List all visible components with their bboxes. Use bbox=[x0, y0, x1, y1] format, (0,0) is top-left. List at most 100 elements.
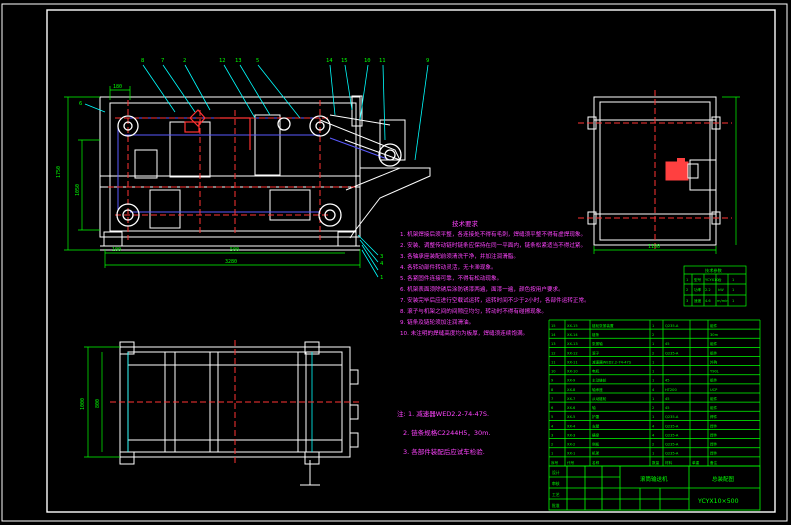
bom-cell: 组件 bbox=[710, 341, 718, 346]
part-no-12: 12 bbox=[219, 58, 226, 64]
bom-cell: XX-9 bbox=[567, 379, 576, 383]
bom-cell: 组件 bbox=[710, 350, 718, 355]
bom-cell: 主动链轮 bbox=[592, 378, 607, 383]
part-no-6: 6 bbox=[79, 101, 82, 107]
param-cell: 台 bbox=[718, 277, 722, 282]
notes2-item-2: 2. 链条规格C2244H5，30m. bbox=[403, 428, 491, 437]
bom-cell: 名称 bbox=[592, 460, 600, 465]
bom-cell: Q235-A bbox=[665, 452, 679, 456]
note-line-10: 10. 未注明的焊缝高度均为板厚，焊缝须连续饱满。 bbox=[400, 329, 528, 337]
bom-cell: 电机 bbox=[592, 369, 600, 374]
bom-cell: 组件 bbox=[710, 396, 718, 401]
part-no-10: 10 bbox=[364, 58, 371, 64]
sign-label: 审核 bbox=[552, 481, 560, 486]
note-line-4: 4. 各转动部件转动灵活，无卡滞现象。 bbox=[400, 263, 497, 271]
bom-cell: 横梁 bbox=[592, 432, 600, 437]
bom-cell: 45 bbox=[665, 397, 670, 401]
bom-cell: XX-11 bbox=[567, 360, 578, 364]
note-line-3: 3. 各轴承座装配前须清洗干净，并加注润滑脂。 bbox=[400, 252, 519, 260]
param-cell: 1 bbox=[732, 278, 734, 282]
front-view: 180 1750 1050 100 500 3280 8 7 2 12 13 5… bbox=[56, 58, 431, 281]
bom-cell: 焊件 bbox=[710, 432, 718, 437]
bom-cell: 焊件 bbox=[710, 414, 718, 419]
part-no-1: 1 bbox=[380, 275, 383, 281]
bom-cell: 14 bbox=[551, 333, 556, 337]
sign-label: 工艺 bbox=[552, 492, 560, 497]
drawing-title: 滚筒输送机 bbox=[640, 475, 668, 483]
bom-cell: XX-3 bbox=[567, 433, 575, 437]
note-line-6: 6. 机架表面须除锈后涂防锈漆两遍，面漆一遍，颜色按用户要求。 bbox=[400, 285, 564, 293]
bom-cell: 1 bbox=[652, 379, 654, 383]
param-cell: 3 bbox=[686, 299, 688, 303]
bom-cell: 轴 bbox=[592, 405, 596, 410]
side-dim-width: 1100 bbox=[648, 244, 660, 250]
drawing-company: 总装配图 bbox=[712, 475, 735, 483]
sign-label: 设计 bbox=[552, 470, 560, 475]
bom-cell: 轴承座 bbox=[592, 387, 603, 392]
dim-bottom-left: 100 bbox=[112, 247, 121, 253]
bom-cell: 序号 bbox=[551, 460, 559, 465]
param-cell: 型号 bbox=[694, 277, 702, 282]
dim-bottom-mid: 500 bbox=[230, 247, 239, 253]
bom-cell: XX-7 bbox=[567, 397, 575, 401]
bom-cell: Q235-A bbox=[665, 351, 679, 355]
param-cell: 1 bbox=[686, 278, 688, 282]
part-no-7: 7 bbox=[161, 58, 164, 64]
param-cell: 2.2 bbox=[705, 288, 711, 292]
sign-label: 批准 bbox=[552, 503, 560, 508]
dim-height: 1750 bbox=[56, 166, 62, 178]
bom-cell: 1 bbox=[652, 452, 654, 456]
bom-cell: 1 bbox=[652, 415, 654, 419]
bom-cell: 1 bbox=[652, 360, 654, 364]
bom-cell: 2 bbox=[551, 443, 553, 447]
bom-cell: 3 bbox=[551, 433, 553, 437]
part-no-3: 3 bbox=[380, 254, 383, 260]
part-no-5: 5 bbox=[256, 58, 259, 64]
bom-cell: 外购 bbox=[710, 359, 718, 364]
note-line-9: 9. 链条及链轮须加注润滑油。 bbox=[400, 318, 474, 326]
part-no-13: 13 bbox=[235, 58, 242, 64]
notes2-lead: 注: bbox=[397, 409, 406, 418]
bom-cell: 组件 bbox=[710, 378, 718, 383]
param-cell: 1 bbox=[732, 288, 734, 292]
part-no-8: 8 bbox=[141, 58, 144, 64]
bom-cell: 减速器WED2.2-74-47S bbox=[592, 359, 632, 364]
bom-cell: 10 bbox=[551, 370, 556, 374]
param-cell: 速度 bbox=[694, 298, 702, 303]
part-no-15: 15 bbox=[341, 58, 348, 64]
bom-cell: Y90L bbox=[710, 370, 719, 374]
bom-cell: XX-10 bbox=[567, 370, 578, 374]
bom-cell: 从动链轮 bbox=[592, 396, 607, 401]
bom-cell: 12 bbox=[551, 351, 556, 355]
param-cell: m/min bbox=[717, 299, 729, 303]
bom-cell: 4 bbox=[652, 433, 655, 437]
bom-cell: 45 bbox=[665, 342, 670, 346]
bom-cell: Q235-A bbox=[665, 415, 679, 419]
bom-cell: Q235-A bbox=[665, 424, 679, 428]
bom-cell: 代号 bbox=[567, 460, 575, 465]
bom-cell: 链条 bbox=[592, 332, 600, 337]
bom-cell: 4 bbox=[551, 424, 554, 428]
part-no-11: 11 bbox=[379, 58, 386, 64]
dim-overall: 3280 bbox=[225, 259, 237, 265]
bom-cell: 1 bbox=[652, 397, 654, 401]
bom-cell: 1 bbox=[652, 342, 654, 346]
note-line-5: 5. 各紧固件连接可靠，不得有松动现象。 bbox=[400, 274, 502, 282]
plan-dim-inner: 800 bbox=[95, 399, 101, 408]
bom-cell: 4 bbox=[652, 424, 655, 428]
notes2-item-3: 3. 各部件装配后应试车检验. bbox=[403, 447, 485, 456]
technical-notes: 技术要求 1. 机架焊接后须平整，各连接处不得有毛刺，焊缝须平整不得有虚焊现象。… bbox=[397, 219, 590, 456]
bom-cell: 1 bbox=[652, 370, 654, 374]
bom-cell: XX-13 bbox=[567, 342, 578, 346]
motor-icon bbox=[665, 158, 699, 181]
bom-cell: 4 bbox=[652, 388, 655, 392]
bom-cell: 13 bbox=[551, 342, 556, 346]
bom-cell: 30m bbox=[710, 333, 719, 337]
bom-cell: 焊件 bbox=[710, 451, 718, 456]
bom-cell: XX-8 bbox=[567, 388, 576, 392]
bom-cell: 5 bbox=[551, 415, 553, 419]
param-cell: 1 bbox=[732, 299, 734, 303]
bom-cell: 滚子 bbox=[592, 350, 600, 355]
bom-cell: XX-15 bbox=[567, 324, 578, 328]
